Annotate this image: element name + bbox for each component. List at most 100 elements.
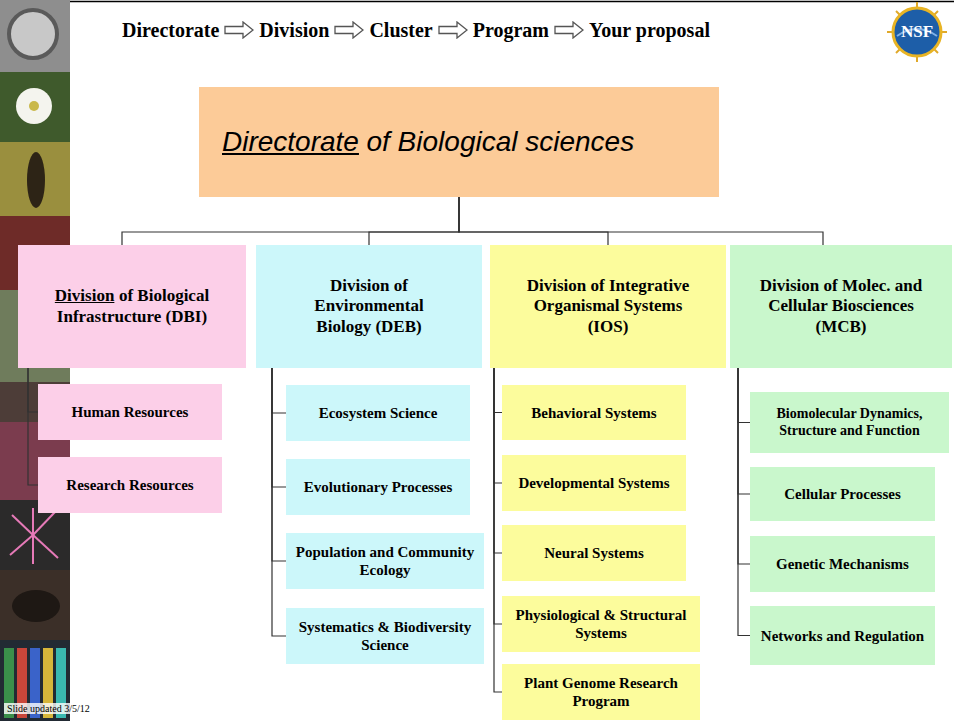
node-text: Directorate: [222, 126, 359, 157]
breadcrumb-slot: Division: [259, 18, 329, 42]
connector: [28, 368, 38, 412]
text-block: Networks and Regulation: [761, 627, 924, 645]
text-block: Biomolecular Dynamics, Structure and Fun…: [750, 406, 949, 440]
text-block: Division of Environmental Biology (DEB): [310, 276, 428, 337]
beetle-photo: [0, 142, 70, 216]
hollow-arrow: [554, 21, 584, 39]
cluster-box: Networks and Regulation: [750, 606, 935, 665]
connector: [459, 197, 823, 245]
node-text: Biomolecular Dynamics, Structure and Fun…: [777, 406, 923, 438]
cluster-box: Plant Genome Research Program: [502, 664, 700, 720]
cluster-box: Physiological & Structural Systems: [502, 596, 700, 652]
breadcrumb-slot: Program: [473, 18, 549, 42]
spiky-shape: [10, 508, 58, 564]
connector: [28, 368, 38, 485]
node-text: Ecosystem Science: [319, 405, 438, 421]
connector: [272, 368, 286, 413]
beetle-shape: [27, 152, 45, 208]
text-block: Division of Molec. and Cellular Bioscien…: [746, 276, 936, 337]
top-rule-line: [70, 1, 954, 3]
text-block: Systematics & Biodiversity Science: [286, 618, 484, 654]
hollow-arrow: [438, 21, 468, 39]
connector: [272, 368, 286, 636]
mole-shape: [12, 590, 60, 622]
text-block: Neural Systems: [544, 544, 644, 562]
node-text: Evolutionary Processes: [304, 479, 452, 495]
text-block: Division of Integrative Organismal Syste…: [517, 276, 699, 337]
connector: [459, 197, 608, 245]
node-text: Networks and Regulation: [761, 628, 924, 644]
top-rule: [0, 0, 954, 4]
cluster-box: Neural Systems: [502, 525, 686, 581]
connector: [738, 368, 750, 423]
division-box: Division of Integrative Organismal Syste…: [490, 245, 726, 368]
logo-text: NSF: [901, 22, 933, 42]
text-block: Genetic Mechanisms: [776, 555, 909, 573]
footer-note-holder: Slide updated 3/5/12: [4, 703, 96, 714]
node-text: Behavioral Systems: [531, 405, 656, 421]
text-block: Population and Community Ecology: [286, 543, 484, 579]
node-text: Developmental Systems: [518, 475, 669, 491]
division-box: Division of Environmental Biology (DEB): [256, 245, 482, 368]
node-text: Division of Molec. and Cellular Bioscien…: [760, 276, 922, 336]
cluster-box: Cellular Processes: [750, 467, 935, 521]
node-text: Neural Systems: [544, 545, 644, 561]
connector: [494, 368, 502, 483]
node-text: Genetic Mechanisms: [776, 556, 909, 572]
coral-photo: [0, 0, 70, 72]
text-block: Divisionof Biological Infrastructure (DB…: [35, 286, 230, 327]
text-block: Behavioral Systems: [531, 404, 656, 422]
mole-photo: [0, 570, 70, 640]
connector: [494, 368, 502, 624]
text-block: Physiological & Structural Systems: [502, 606, 700, 642]
cluster-box: Research Resources: [38, 457, 222, 513]
breadcrumb-slot: Your proposal: [589, 18, 710, 42]
cluster-box: Ecosystem Science: [286, 385, 470, 441]
division-box: Divisionof Biological Infrastructure (DB…: [18, 245, 246, 368]
connector: [494, 368, 502, 413]
breadcrumb-label: Directorate: [122, 19, 219, 41]
node-text: Division of Environmental Biology (DEB): [314, 276, 423, 336]
node-text: Division of Integrative Organismal Syste…: [527, 276, 689, 336]
breadcrumb-label: Cluster: [369, 19, 432, 41]
cluster-box: Evolutionary Processes: [286, 459, 470, 515]
text-block: Developmental Systems: [518, 474, 669, 492]
directorate-box: Directorateof Biological sciences: [199, 87, 719, 197]
cluster-box: Genetic Mechanisms: [750, 536, 935, 592]
cluster-box: Developmental Systems: [502, 455, 686, 511]
coral-shape: [9, 10, 57, 58]
connector: [272, 368, 286, 561]
cluster-box: Human Resources: [38, 384, 222, 440]
cluster-box: Behavioral Systems: [502, 385, 686, 440]
cluster-box: Population and Community Ecology: [286, 533, 484, 589]
breadcrumb-slot: Cluster: [369, 18, 432, 42]
connector: [738, 368, 750, 494]
text-block: Human Resources: [72, 403, 189, 421]
connector: [494, 368, 502, 553]
hollow-arrow: [334, 21, 364, 39]
division-box: Division of Molec. and Cellular Bioscien…: [730, 245, 952, 368]
breadcrumb-slot: Directorate: [122, 18, 219, 42]
text-block: Research Resources: [66, 476, 193, 494]
cluster-box: Systematics & Biodiversity Science: [286, 608, 484, 664]
text-block: Ecosystem Science: [319, 404, 438, 422]
node-text: Physiological & Structural Systems: [516, 607, 687, 641]
connector: [272, 368, 286, 487]
node-text: Cellular Processes: [784, 486, 901, 502]
breadcrumb-label: Division: [259, 19, 329, 41]
cluster-box: Biomolecular Dynamics, Structure and Fun…: [750, 392, 949, 453]
nsf-logo: NSF: [884, 2, 950, 62]
flower-photo: [0, 72, 70, 142]
connector: [122, 197, 459, 245]
connector: [369, 197, 459, 245]
node-text: Population and Community Ecology: [296, 544, 474, 578]
node-text: Plant Genome Research Program: [524, 675, 678, 709]
connector: [738, 368, 750, 636]
node-text: Systematics & Biodiversity Science: [299, 619, 471, 653]
text-block: Evolutionary Processes: [304, 478, 452, 496]
node-text: Human Resources: [72, 404, 189, 420]
text-block: Directorateof Biological sciences: [222, 125, 634, 159]
breadcrumb-label: Program: [473, 19, 549, 41]
text-block: Plant Genome Research Program: [502, 674, 700, 710]
node-text: Research Resources: [66, 477, 193, 493]
